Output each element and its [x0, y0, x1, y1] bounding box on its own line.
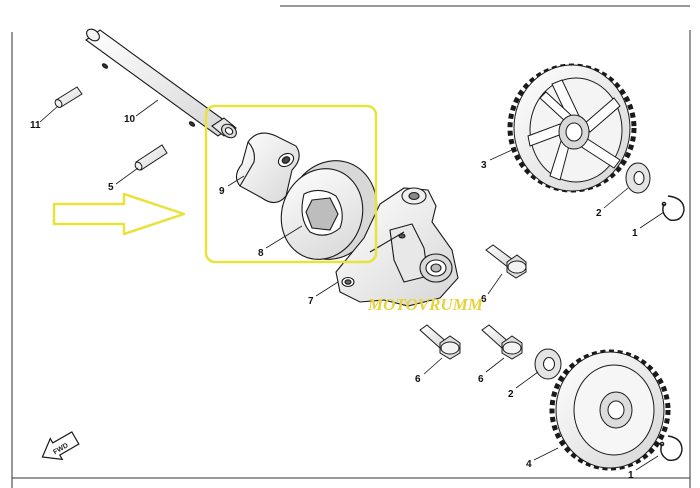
bolt-part-6-lower-right	[481, 324, 523, 360]
leader-lines	[39, 99, 665, 471]
gear-part-3	[507, 63, 637, 193]
shaft-part-10	[85, 28, 237, 139]
bolt-part-6-upper	[485, 244, 527, 279]
pointer-arrow-icon	[52, 192, 186, 236]
outer-rotor-part-8	[280, 160, 378, 260]
callout-6-lower-right: 6	[478, 374, 484, 385]
inner-rotor-part-9	[235, 132, 300, 204]
watermark-text: MOTOVRUMM	[367, 295, 484, 314]
callout-6-lower-left: 6	[415, 374, 421, 385]
callout-8: 8	[258, 248, 264, 259]
bolt-part-6-lower-left	[419, 324, 461, 360]
forward-direction-icon: FWD	[41, 431, 80, 461]
callout-7: 7	[308, 296, 314, 307]
callout-9: 9	[219, 186, 225, 197]
callout-3: 3	[481, 160, 487, 171]
callout-2-lower: 2	[508, 389, 514, 400]
pin-part-5	[134, 144, 168, 171]
callout-6-upper: 6	[481, 294, 487, 305]
circlip-part-1-lower	[659, 435, 683, 461]
callout-4: 4	[526, 459, 532, 470]
callout-2-upper: 2	[596, 208, 602, 219]
callout-1-lower: 1	[628, 470, 634, 481]
callout-1-upper: 1	[632, 228, 638, 239]
pump-body-part-7	[335, 187, 459, 307]
pin-part-11	[54, 86, 83, 108]
washer-part-2-lower	[534, 348, 562, 380]
callout-labels: 11 10 5 9 8 7 6 6 6 3 2 1 2 4 1	[30, 114, 638, 481]
highlight-box	[204, 104, 378, 264]
callout-11: 11	[30, 120, 41, 131]
drawing-frame	[11, 5, 691, 488]
callout-5: 5	[108, 182, 114, 193]
gear-part-4	[549, 349, 671, 471]
callout-10: 10	[124, 114, 136, 125]
circlip-part-1-upper	[661, 195, 685, 221]
washer-part-2-upper	[625, 162, 651, 194]
